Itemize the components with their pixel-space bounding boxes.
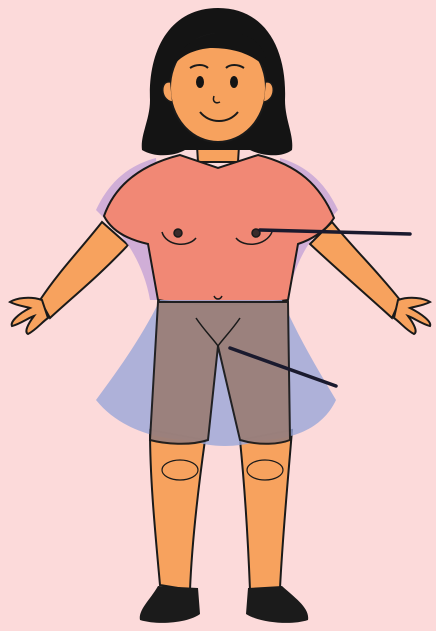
right-arm (310, 222, 400, 318)
left-arm (40, 222, 128, 318)
right-leg (240, 430, 292, 590)
left-shoe (140, 586, 200, 623)
head (142, 8, 293, 155)
shoes (140, 586, 308, 623)
right-hand (394, 298, 430, 334)
left-hand (10, 298, 48, 334)
right-shoe (246, 586, 308, 623)
left-eye (196, 76, 204, 88)
left-nipple (174, 229, 182, 237)
left-leg (150, 430, 205, 590)
right-eye (230, 76, 238, 88)
legs (150, 430, 292, 590)
